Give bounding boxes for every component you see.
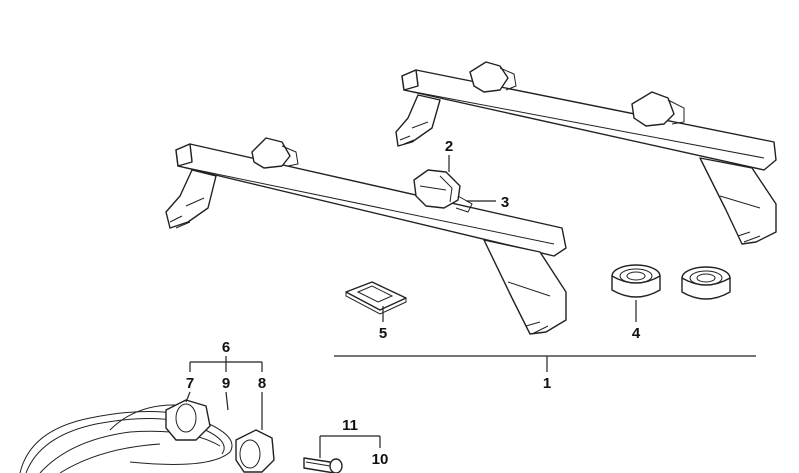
callout-11: 11	[342, 417, 358, 434]
cable-assembly	[19, 399, 275, 473]
callout-5: 5	[379, 325, 387, 342]
screw	[303, 457, 343, 473]
rubber-rings	[611, 264, 731, 300]
callout-1: 1	[543, 375, 551, 392]
adapter-plate	[345, 281, 407, 315]
callout-8: 8	[258, 375, 266, 392]
callout-3: 3	[501, 194, 509, 211]
callout-6: 6	[222, 339, 230, 356]
callout-2: 2	[445, 138, 453, 155]
callout-9: 9	[222, 375, 230, 392]
callout-7: 7	[186, 375, 194, 392]
leader-lines	[185, 155, 756, 458]
callout-10: 10	[372, 451, 389, 468]
front-roof-bar	[165, 137, 567, 335]
rear-roof-bar	[395, 61, 777, 245]
callout-4: 4	[632, 325, 641, 342]
